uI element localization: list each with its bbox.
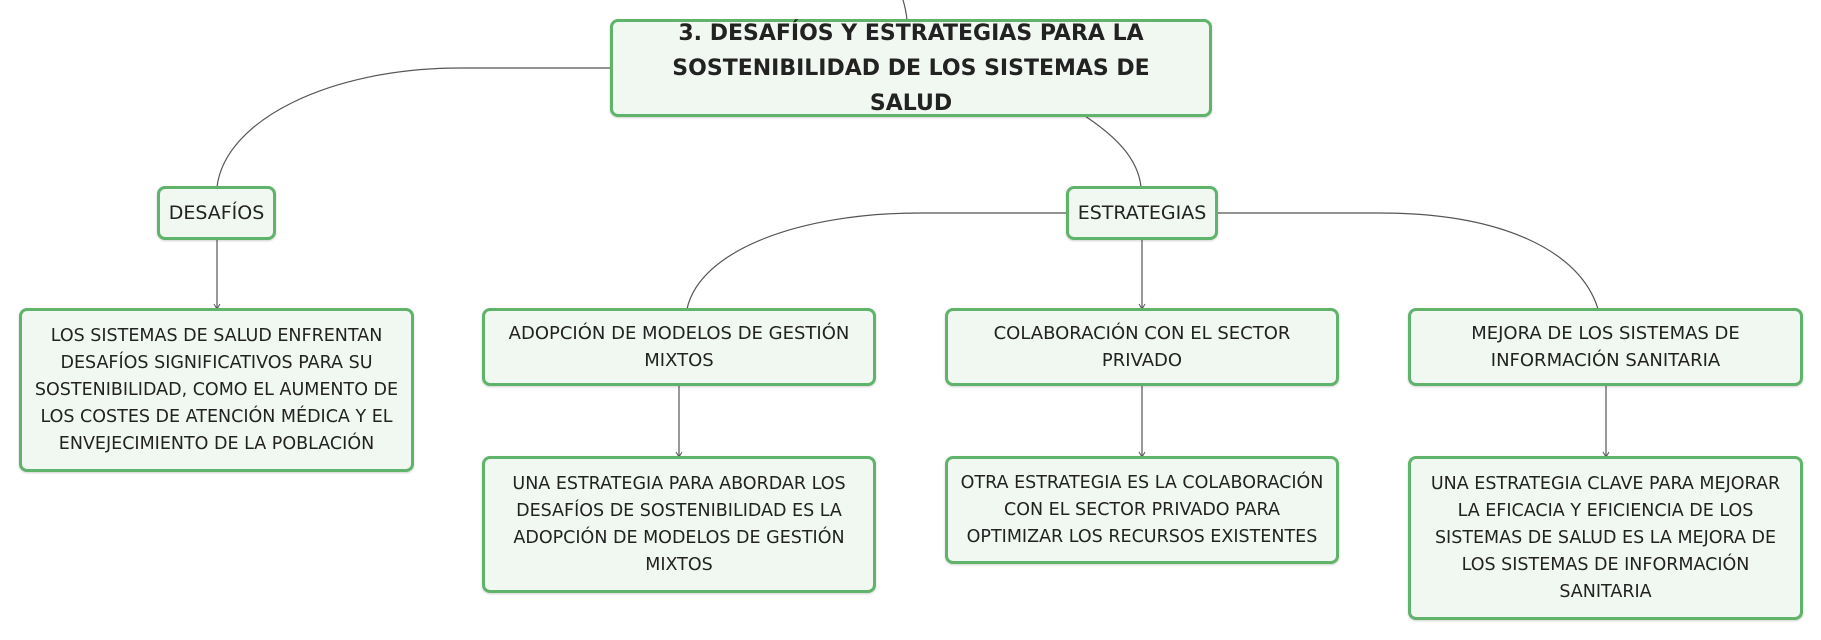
- estrategia-item-1-detail-node[interactable]: UNA ESTRATEGIA PARA ABORDAR LOS DESAFÍOS…: [482, 456, 876, 593]
- desafios-label: DESAFÍOS: [168, 202, 265, 224]
- desafios-detail-text: LOS SISTEMAS DE SALUD ENFRENTAN DESAFÍOS…: [34, 325, 399, 454]
- estrategia-item-1-label: ADOPCIÓN DE MODELOS DE GESTIÓN MIXTOS: [508, 323, 850, 371]
- estrategia-item-1-detail-text: UNA ESTRATEGIA PARA ABORDAR LOS DESAFÍOS…: [512, 473, 846, 575]
- estrategias-node[interactable]: ESTRATEGIAS: [1066, 186, 1218, 240]
- estrategia-item-2-label: COLABORACIÓN CON EL SECTOR PRIVADO: [993, 323, 1291, 371]
- root-title: 3. DESAFÍOS Y ESTRATEGIAS PARA LA SOSTEN…: [672, 20, 1150, 116]
- estrategia-item-3-label: MEJORA DE LOS SISTEMAS DE INFORMACIÓN SA…: [1471, 323, 1740, 371]
- estrategia-item-2-detail-text: OTRA ESTRATEGIA ES LA COLABORACIÓN CON E…: [960, 472, 1324, 547]
- estrategia-item-2-detail-node[interactable]: OTRA ESTRATEGIA ES LA COLABORACIÓN CON E…: [945, 456, 1339, 564]
- estrategia-item-2-node[interactable]: COLABORACIÓN CON EL SECTOR PRIVADO: [945, 308, 1339, 386]
- estrategia-item-3-detail-node[interactable]: UNA ESTRATEGIA CLAVE PARA MEJORAR LA EFI…: [1408, 456, 1803, 620]
- connector-root-estrategias: [1084, 115, 1142, 188]
- estrategia-item-1-node[interactable]: ADOPCIÓN DE MODELOS DE GESTIÓN MIXTOS: [482, 308, 876, 386]
- estrategia-item-3-node[interactable]: MEJORA DE LOS SISTEMAS DE INFORMACIÓN SA…: [1408, 308, 1803, 386]
- desafios-detail-node[interactable]: LOS SISTEMAS DE SALUD ENFRENTAN DESAFÍOS…: [19, 308, 414, 472]
- connector-estrategias-item1: [686, 212, 1067, 310]
- connector-estrategias-item3: [1217, 212, 1599, 310]
- estrategias-label: ESTRATEGIAS: [1077, 202, 1207, 224]
- estrategia-item-3-detail-text: UNA ESTRATEGIA CLAVE PARA MEJORAR LA EFI…: [1430, 473, 1781, 602]
- connector-root-desafios: [216, 67, 610, 188]
- connector-root-top: [902, 0, 908, 21]
- desafios-node[interactable]: DESAFÍOS: [157, 186, 276, 240]
- root-node[interactable]: 3. DESAFÍOS Y ESTRATEGIAS PARA LA SOSTEN…: [610, 19, 1212, 117]
